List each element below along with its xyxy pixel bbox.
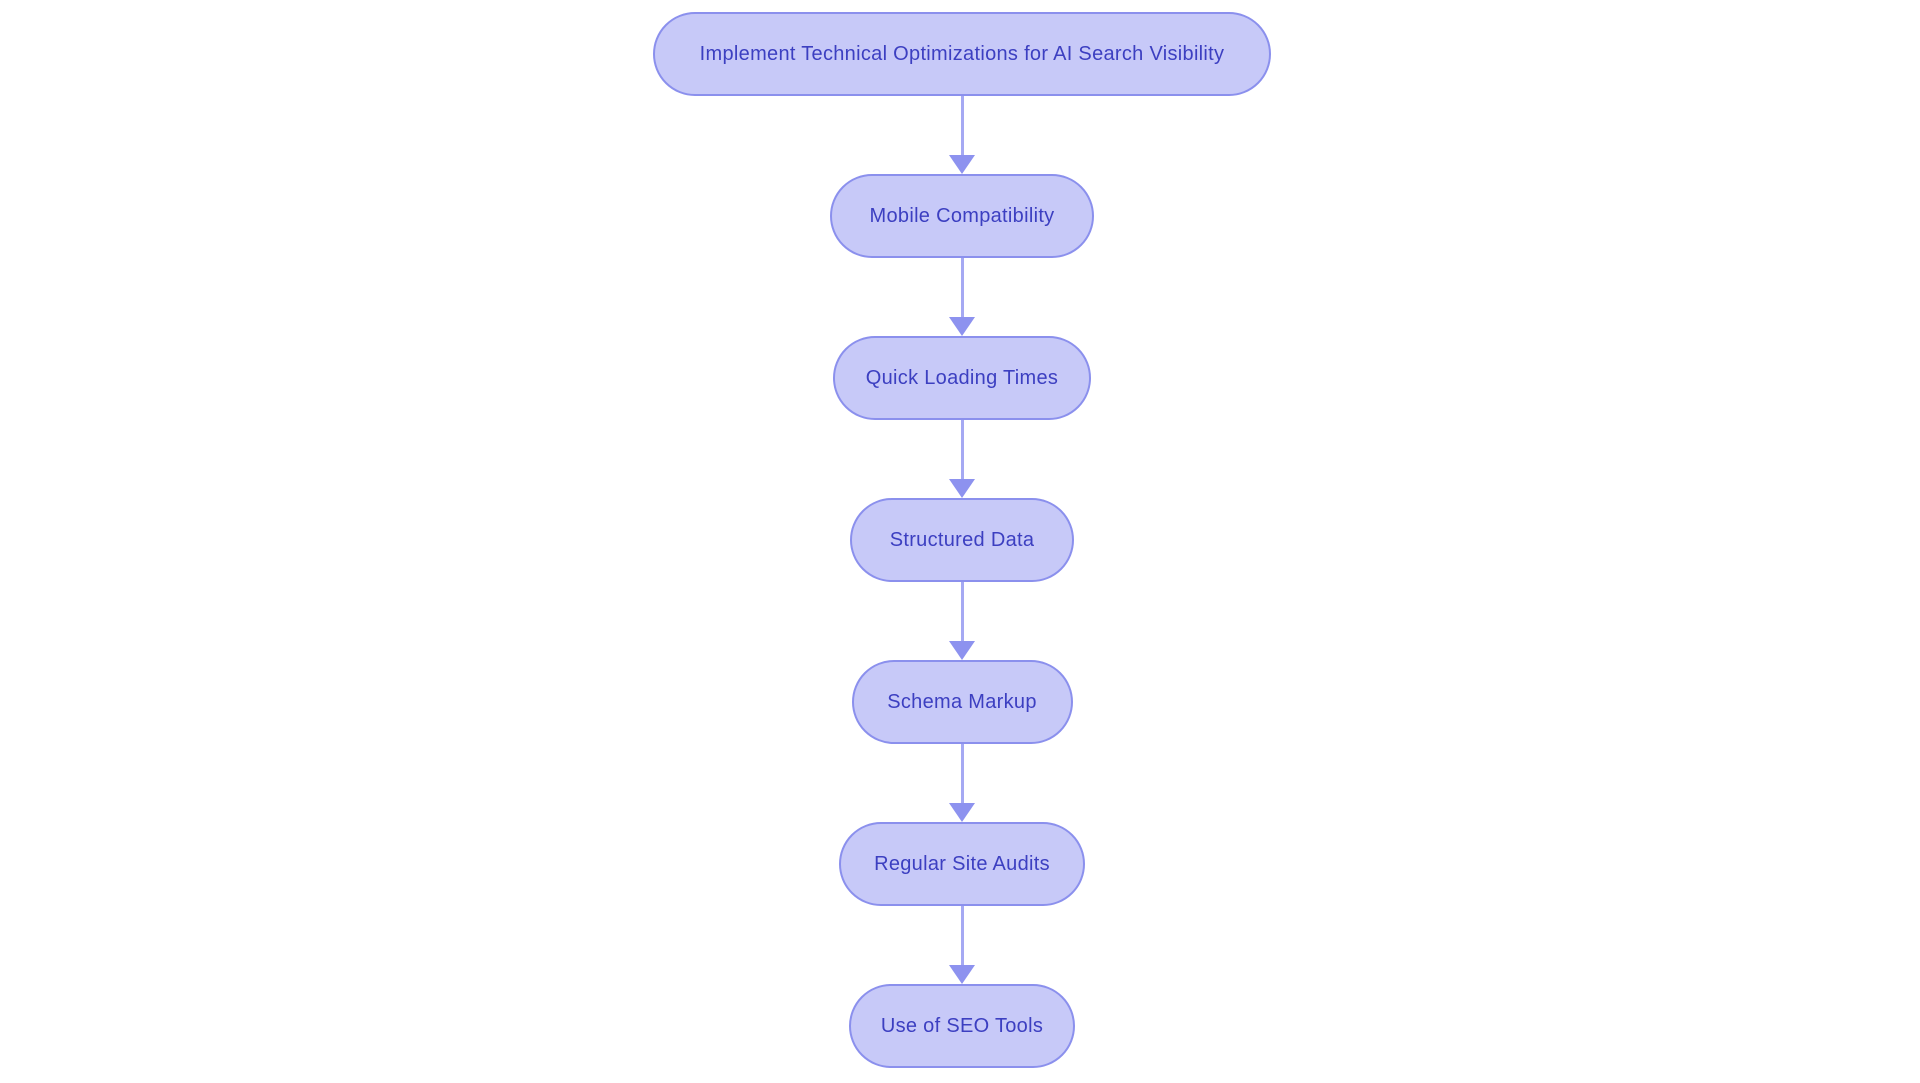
arrow-head-icon	[949, 803, 975, 822]
node-mobile-compatibility: Mobile Compatibility	[830, 174, 1094, 258]
node-quick-loading-times: Quick Loading Times	[833, 336, 1091, 420]
arrow-head-icon	[949, 965, 975, 984]
arrow-line	[960, 582, 964, 641]
arrow-connector-6	[949, 906, 975, 984]
arrow-connector-3	[949, 420, 975, 498]
node-implement-technical-optimizations: Implement Technical Optimizations for AI…	[653, 12, 1271, 96]
node-label: Use of SEO Tools	[880, 1014, 1044, 1037]
node-label: Structured Data	[889, 528, 1035, 551]
arrow-line	[960, 906, 964, 965]
arrow-connector-4	[949, 582, 975, 660]
node-schema-markup: Schema Markup	[851, 660, 1073, 744]
node-label: Quick Loading Times	[865, 366, 1059, 389]
arrow-line	[960, 420, 964, 479]
flowchart-canvas: Implement Technical Optimizations for AI…	[2, 12, 1920, 1068]
arrow-head-icon	[949, 317, 975, 336]
node-label: Schema Markup	[887, 690, 1037, 713]
node-regular-site-audits: Regular Site Audits	[839, 822, 1085, 906]
node-structured-data: Structured Data	[850, 498, 1074, 582]
node-label: Regular Site Audits	[874, 852, 1050, 875]
arrow-head-icon	[949, 479, 975, 498]
arrow-head-icon	[949, 155, 975, 174]
arrow-line	[960, 744, 964, 803]
node-use-of-seo-tools: Use of SEO Tools	[849, 984, 1075, 1068]
arrow-line	[960, 258, 964, 317]
node-label: Mobile Compatibility	[869, 204, 1055, 227]
arrow-line	[960, 96, 964, 155]
arrow-connector-1	[949, 96, 975, 174]
node-label: Implement Technical Optimizations for AI…	[699, 42, 1225, 65]
arrow-connector-2	[949, 258, 975, 336]
arrow-connector-5	[949, 744, 975, 822]
arrow-head-icon	[949, 641, 975, 660]
